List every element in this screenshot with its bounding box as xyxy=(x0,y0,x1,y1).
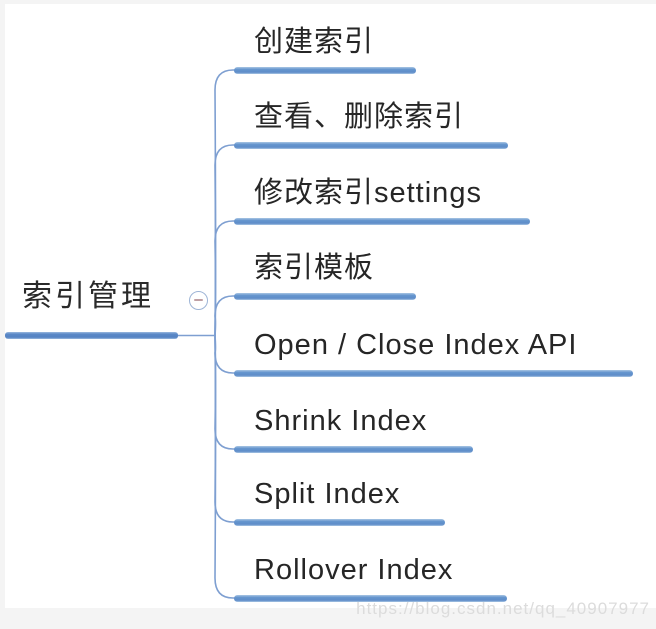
minus-glyph xyxy=(193,299,203,301)
branch-underline xyxy=(234,218,530,225)
branch-node-modify-index-settings[interactable]: 修改索引settings xyxy=(234,172,530,225)
branch-underline xyxy=(234,370,633,377)
branch-node-rollover-index[interactable]: Rollover Index xyxy=(234,549,507,602)
branch-underline xyxy=(234,519,445,526)
branch-label: Shrink Index xyxy=(254,405,428,437)
watermark: https://blog.csdn.net/qq_40907977 xyxy=(356,599,650,618)
root-node-label: 索引管理 xyxy=(22,280,154,313)
branch-label: Split Index xyxy=(254,478,401,510)
branch-underline xyxy=(234,142,508,149)
branch-label: Rollover Index xyxy=(254,554,454,586)
root-node-index-management[interactable]: 索引管理 xyxy=(5,277,215,339)
branch-node-shrink-index[interactable]: Shrink Index xyxy=(234,400,473,453)
branch-underline xyxy=(234,293,416,300)
branch-label: 查看、删除索引 xyxy=(254,101,465,133)
branch-underline xyxy=(234,67,416,74)
branch-label: 索引模板 xyxy=(254,252,375,284)
branch-node-create-index[interactable]: 创建索引 xyxy=(234,21,416,74)
branch-node-view-delete-index[interactable]: 查看、删除索引 xyxy=(234,96,508,149)
branch-underline xyxy=(234,595,507,602)
collapse-minus-icon[interactable] xyxy=(189,291,208,310)
branch-node-open-close-index-api[interactable]: Open / Close Index API xyxy=(234,324,633,377)
branch-node-split-index[interactable]: Split Index xyxy=(234,473,445,526)
root-node-underline xyxy=(5,332,178,339)
mindmap-canvas xyxy=(5,4,656,608)
branch-label: 创建索引 xyxy=(254,26,375,58)
branch-underline xyxy=(234,446,473,453)
branch-label: 修改索引settings xyxy=(254,177,482,209)
branch-label: Open / Close Index API xyxy=(254,329,578,361)
branch-node-index-template[interactable]: 索引模板 xyxy=(234,247,416,300)
